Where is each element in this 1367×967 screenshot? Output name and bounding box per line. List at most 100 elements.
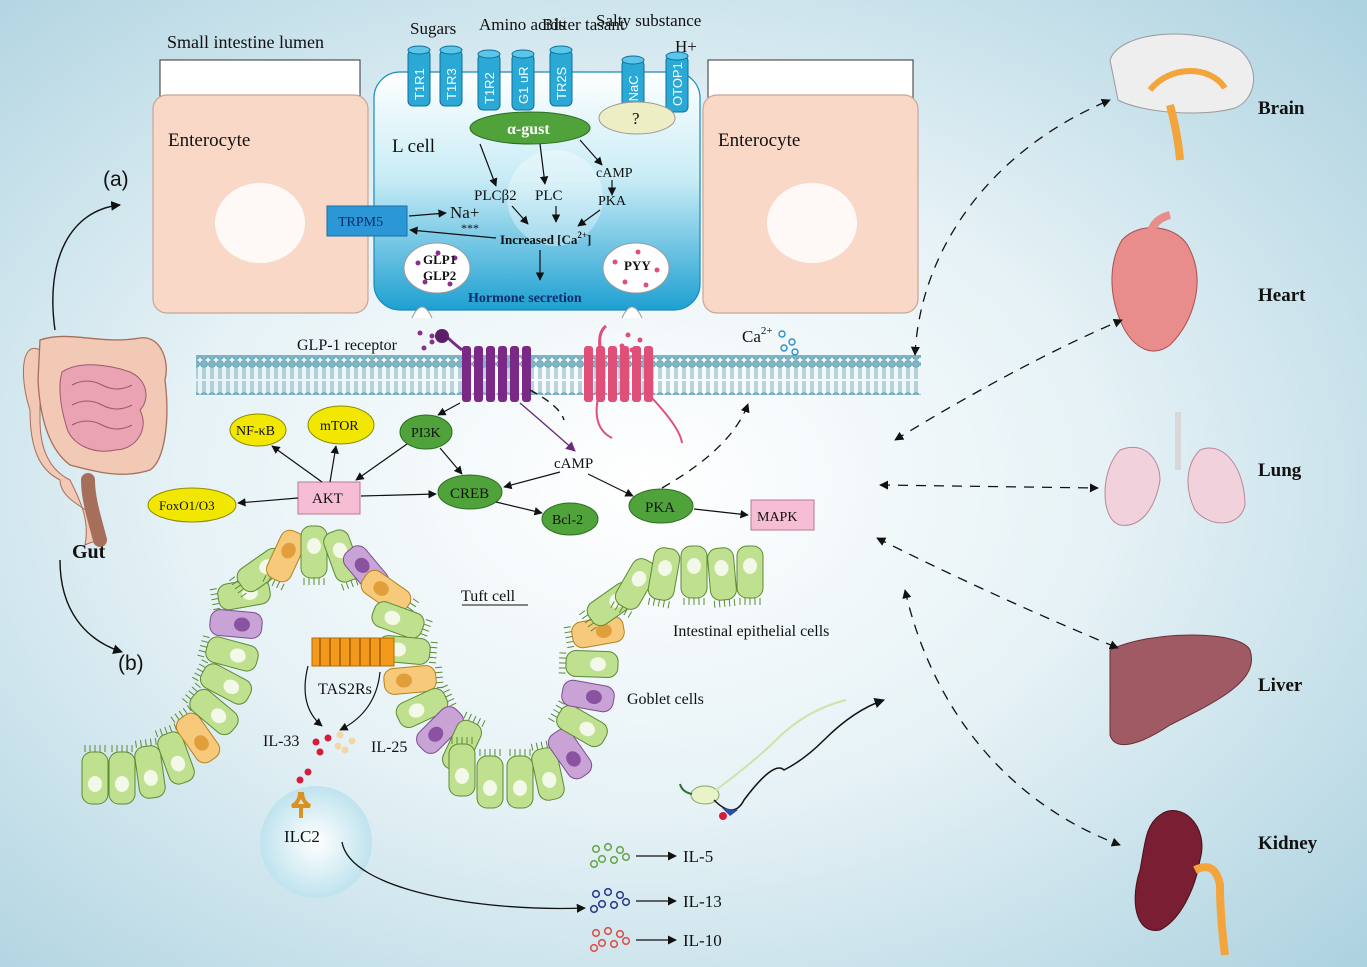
ilc2-cell bbox=[260, 786, 372, 898]
epithelial-cell bbox=[197, 635, 259, 672]
epithelial-cell bbox=[476, 749, 504, 809]
receptor-label: TR2S bbox=[554, 66, 569, 100]
epithelial-cell bbox=[395, 684, 457, 728]
tas2r-il33-arrow bbox=[304, 665, 323, 727]
panel-a-label: (a) bbox=[103, 168, 129, 191]
pyy-receptor bbox=[584, 324, 683, 444]
gut-to-a-arrow bbox=[52, 201, 121, 331]
lumen-title: Small intestine lumen bbox=[167, 32, 324, 52]
il25-label: IL-25 bbox=[371, 739, 407, 756]
panel-b-label: (b) bbox=[118, 652, 144, 675]
amino-acids-label: Amino acids bbox=[479, 15, 565, 34]
epithelial-cell bbox=[181, 682, 239, 736]
trpm5-box bbox=[326, 205, 408, 237]
goblet-cell bbox=[547, 728, 593, 780]
sugars-label: Sugars bbox=[410, 19, 456, 38]
bcl2-node bbox=[541, 502, 599, 536]
goblet-cell bbox=[416, 706, 464, 754]
mtor-node bbox=[307, 405, 375, 445]
akt-node bbox=[297, 481, 361, 515]
alpha-gust-node bbox=[469, 111, 591, 145]
organ-arrows bbox=[876, 98, 1123, 847]
organ-label: Lung bbox=[1258, 460, 1302, 481]
epithelial-cell bbox=[154, 723, 195, 785]
ilc2-to-il13-arrow bbox=[341, 841, 586, 913]
epithelial-cell bbox=[134, 737, 166, 799]
camp-arrow bbox=[519, 402, 576, 452]
camp-label: cAMP bbox=[554, 456, 593, 472]
epithelial-cell bbox=[736, 545, 764, 605]
cytokine-il-5: IL-5 bbox=[589, 842, 713, 869]
enterocyte-left: Enterocyte bbox=[152, 94, 369, 314]
nfkb-label: NF-κB bbox=[236, 424, 275, 439]
glp2-label: GLP2 bbox=[423, 268, 456, 283]
mtor-label: mTOR bbox=[320, 419, 359, 434]
gut-label: Gut bbox=[72, 541, 106, 563]
unknown-mark: ? bbox=[632, 109, 640, 128]
organ-label: Liver bbox=[1258, 675, 1303, 696]
camp-top-label: cAMP bbox=[596, 166, 633, 181]
pi3k-label: PI3K bbox=[411, 426, 441, 441]
increased-ca-text: Increased [Ca bbox=[500, 232, 578, 247]
alpha-gust-label: α-gust bbox=[507, 121, 550, 138]
receptor-label: T1R3 bbox=[444, 68, 459, 100]
epithelial-cell bbox=[108, 745, 136, 805]
salty-substance-label: Salty substance bbox=[596, 11, 701, 30]
epithelial-cell bbox=[530, 739, 565, 801]
cytokine-label: IL-13 bbox=[683, 892, 722, 911]
intestinal-epithelial-label: Intestinal epithelial cells bbox=[673, 623, 829, 640]
glp1-receptor bbox=[429, 329, 531, 402]
foxo-node bbox=[147, 487, 237, 523]
mapk-node bbox=[750, 499, 815, 531]
cytokine-il-10: IL-10 bbox=[589, 926, 722, 953]
receptor-t1r3: T1R3 bbox=[439, 45, 463, 107]
epithelial-cell bbox=[371, 601, 433, 642]
cell-membrane bbox=[196, 355, 921, 395]
organ-label: Kidney bbox=[1258, 833, 1318, 854]
enterocyte-right-label: Enterocyte bbox=[718, 130, 800, 151]
ilc2-receptor bbox=[291, 791, 311, 818]
tuft-cell bbox=[360, 569, 420, 620]
increased-ca-label: Increased [Ca2+] bbox=[500, 230, 591, 247]
creb-node bbox=[437, 474, 503, 510]
epithelial-cell bbox=[506, 749, 534, 809]
increased-ca-close: ] bbox=[587, 232, 591, 247]
glp-vesicle: GLP1 GLP2 bbox=[403, 242, 471, 294]
pka-top-label: PKA bbox=[598, 194, 627, 209]
increased-ca-super: 2+ bbox=[577, 230, 587, 240]
tas2rs-label: TAS2Rs bbox=[318, 681, 372, 698]
tas2r-il25-arrow bbox=[339, 671, 381, 731]
epithelial-cell bbox=[81, 745, 109, 805]
enterocyte-left-label: Enterocyte bbox=[168, 130, 250, 151]
akt-label: AKT bbox=[312, 491, 343, 507]
nfkb-node bbox=[229, 413, 287, 447]
pathway-nodes: NF-κB mTOR PI3K AKT FoxO1/O3 CREB cAMP B… bbox=[147, 405, 815, 536]
cytokine-label: IL-10 bbox=[683, 931, 722, 950]
epithelial-cell bbox=[647, 547, 681, 609]
creb-label: CREB bbox=[450, 486, 489, 502]
ilc2-label: ILC2 bbox=[284, 827, 320, 846]
camp-dash bbox=[529, 389, 565, 421]
l-cell-arrows bbox=[408, 139, 617, 281]
pi3k-node bbox=[399, 414, 453, 450]
goblet-label: Goblet cells bbox=[627, 691, 704, 708]
tas2r-receptor bbox=[311, 637, 395, 667]
receptor-otop1: OTOP1 bbox=[665, 51, 689, 113]
il33-label: IL-33 bbox=[263, 733, 299, 750]
il33-il25-dots bbox=[296, 731, 356, 784]
receptor-t1r1: T1R1 bbox=[407, 45, 431, 107]
bitter-tasant-label: Bitter tasant bbox=[542, 15, 625, 34]
glp1-label: GLP1 bbox=[423, 252, 456, 267]
foxo-label: FoxO1/O3 bbox=[159, 498, 215, 513]
mapk-label: MAPK bbox=[757, 510, 797, 525]
ca-super: 2+ bbox=[761, 325, 773, 337]
pyy-vesicle: PYY bbox=[602, 242, 670, 294]
epithelial-cell bbox=[548, 700, 608, 748]
receptor-label: T1R2 bbox=[482, 72, 497, 104]
receptor-t1r2: T1R2 bbox=[477, 49, 501, 111]
tuft-cell bbox=[170, 704, 221, 764]
tuft-cell-label: Tuft cell bbox=[461, 588, 516, 605]
